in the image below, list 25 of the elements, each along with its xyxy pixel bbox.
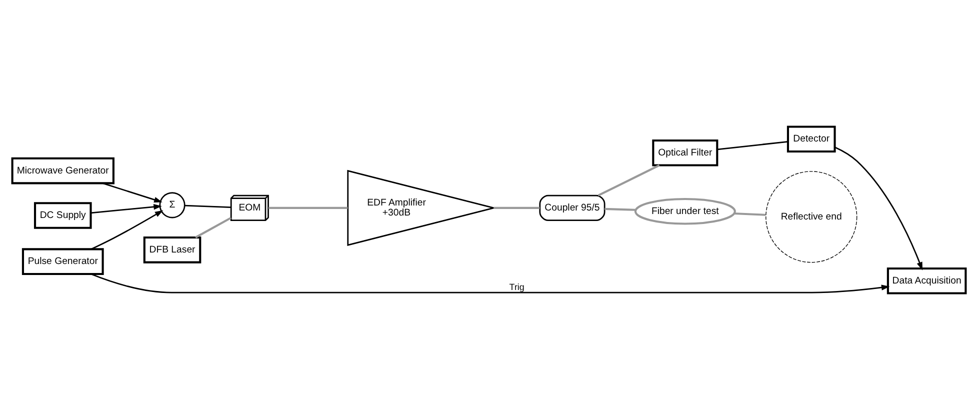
node-box: Coupler 95/5: [538, 194, 605, 220]
arrow: [90, 272, 890, 293]
edge-label: Trig: [508, 282, 524, 292]
arrow: [90, 210, 163, 250]
node-box: Detector: [786, 125, 836, 152]
node-box: Microwave Generator: [10, 156, 114, 184]
node-circle: Reflective end: [765, 170, 857, 262]
connector: [184, 204, 230, 208]
node-box: Optical Filter: [652, 138, 718, 166]
connector: [194, 216, 231, 238]
node-box: Data Acquisition: [886, 266, 966, 294]
node-box: DFB Laser: [142, 236, 201, 263]
node-circle: Σ: [158, 192, 185, 218]
connector: [493, 206, 540, 208]
arrow: [90, 204, 162, 214]
arrow: [834, 146, 922, 270]
node-box: Pulse Generator: [21, 248, 104, 275]
node-box: DC Supply: [33, 202, 92, 228]
connector: [597, 164, 660, 196]
node-ellipse: Fiber under test: [634, 197, 736, 224]
connector: [716, 140, 788, 150]
arrow: [102, 182, 162, 202]
connector: [734, 212, 766, 216]
connector: [604, 207, 636, 210]
connector: [268, 206, 348, 208]
